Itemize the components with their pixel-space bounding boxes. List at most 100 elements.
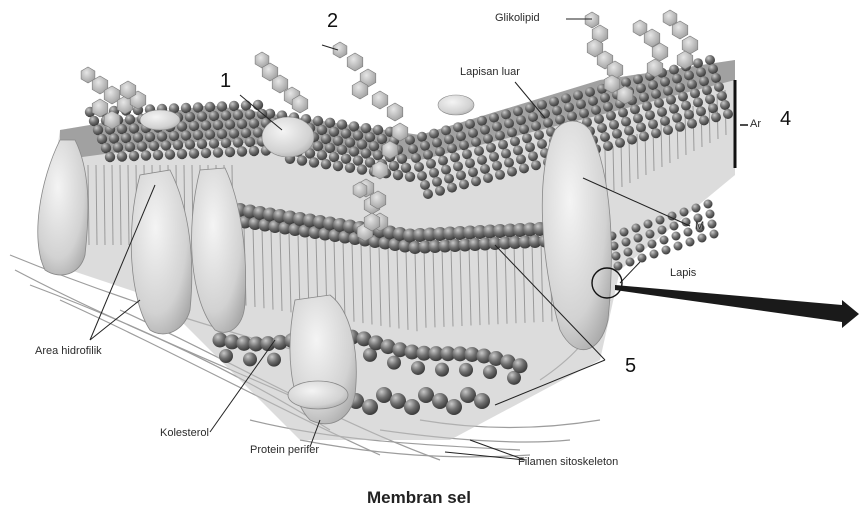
- lipid-head: [237, 119, 247, 129]
- lipid-head: [651, 89, 661, 99]
- sugar-unit: [347, 53, 363, 71]
- lipid-head: [648, 80, 658, 90]
- lipid-head: [510, 136, 520, 146]
- lipid-head: [181, 103, 191, 113]
- lipid-head: [670, 222, 679, 231]
- lipid-head: [492, 161, 502, 171]
- lipid-head: [624, 248, 633, 257]
- lipid-head: [471, 176, 481, 186]
- sugar-unit: [372, 91, 388, 109]
- lipid-head: [489, 113, 499, 123]
- lipid-head: [531, 121, 541, 131]
- lipid-head: [627, 135, 637, 145]
- lipid-head: [313, 141, 323, 151]
- lipid-head: [594, 114, 604, 124]
- lipid-head: [117, 151, 127, 161]
- lipid-head: [534, 130, 544, 140]
- lipid-head: [333, 136, 343, 146]
- lipid-head: [411, 361, 425, 375]
- lipid-head: [477, 155, 487, 165]
- lipid-head: [341, 154, 351, 164]
- lipid-head: [137, 141, 147, 151]
- lipid-head: [459, 140, 469, 150]
- lipid-head: [149, 141, 159, 151]
- lipid-head: [660, 236, 669, 245]
- lipid-head: [189, 121, 199, 131]
- lipid-head: [648, 119, 658, 129]
- lipid-head: [297, 155, 307, 165]
- lipid-head: [663, 86, 673, 96]
- lipid-head: [680, 208, 689, 217]
- protein-perifer-blob: [288, 381, 348, 409]
- lipid-head: [129, 151, 139, 161]
- lipid-head: [453, 161, 463, 171]
- lipid-head: [245, 109, 255, 119]
- lipid-head: [710, 230, 719, 239]
- lipid-head: [504, 118, 514, 128]
- lipid-head: [513, 358, 528, 373]
- label-lapisan-luar: Lapisan luar: [460, 66, 520, 78]
- lipid-head: [684, 110, 694, 120]
- lipid-head: [646, 230, 655, 239]
- lipid-head: [185, 112, 195, 122]
- lipid-head: [654, 98, 664, 108]
- lipid-head: [549, 97, 559, 107]
- lipid-head: [621, 77, 631, 87]
- lipid-head: [480, 164, 490, 174]
- lipid-head: [474, 146, 484, 156]
- label-kolesterol: Kolesterol: [160, 427, 209, 439]
- lipid-head: [663, 125, 673, 135]
- lipid-head: [237, 146, 247, 156]
- lipid-head: [267, 353, 281, 367]
- lipid-head: [109, 133, 119, 143]
- lipid-head: [519, 163, 529, 173]
- sugar-unit: [387, 103, 403, 121]
- lipid-head: [446, 399, 462, 415]
- label-number-1: 1: [220, 70, 231, 93]
- lipid-head: [453, 122, 463, 132]
- lipid-head: [189, 148, 199, 158]
- lipid-head: [579, 108, 589, 118]
- lipid-head: [373, 125, 383, 135]
- lipid-head: [313, 116, 323, 126]
- label-lapis: Lapis: [670, 267, 696, 279]
- protein-left: [38, 140, 88, 275]
- bracket-4: [735, 80, 748, 168]
- lipid-head: [161, 140, 171, 150]
- lipid-head: [309, 157, 319, 167]
- lipid-head: [387, 356, 401, 370]
- lipid-head: [612, 252, 621, 261]
- lipid-head: [209, 111, 219, 121]
- lipid-head: [708, 64, 718, 74]
- lipid-head: [612, 129, 622, 139]
- lipid-head: [209, 138, 219, 148]
- lipid-head: [97, 134, 107, 144]
- lipid-head: [450, 152, 460, 162]
- lipid-head: [693, 58, 703, 68]
- lipid-head: [133, 132, 143, 142]
- sugar-unit: [333, 42, 347, 58]
- lipid-head: [708, 103, 718, 113]
- lipid-head: [614, 262, 623, 271]
- lipid-head: [626, 258, 635, 267]
- lipid-head: [634, 234, 643, 243]
- lipid-head: [573, 90, 583, 100]
- figure-caption: Membran sel: [367, 488, 471, 508]
- lipid-head: [465, 158, 475, 168]
- lipid-head: [365, 132, 375, 142]
- lipid-head: [588, 96, 598, 106]
- lipid-head: [225, 147, 235, 157]
- lipid-head: [495, 170, 505, 180]
- lipid-head: [711, 112, 721, 122]
- lipid-head: [441, 125, 451, 135]
- lipid-head: [669, 104, 679, 114]
- lipid-head: [459, 363, 473, 377]
- lipid-head: [321, 134, 331, 144]
- lipid-head: [157, 131, 167, 141]
- lipid-head: [708, 220, 717, 229]
- lipid-head: [329, 152, 339, 162]
- lipid-head: [181, 130, 191, 140]
- lipid-head: [690, 88, 700, 98]
- lipid-head: [423, 150, 433, 160]
- label-number-5: 5: [625, 355, 636, 378]
